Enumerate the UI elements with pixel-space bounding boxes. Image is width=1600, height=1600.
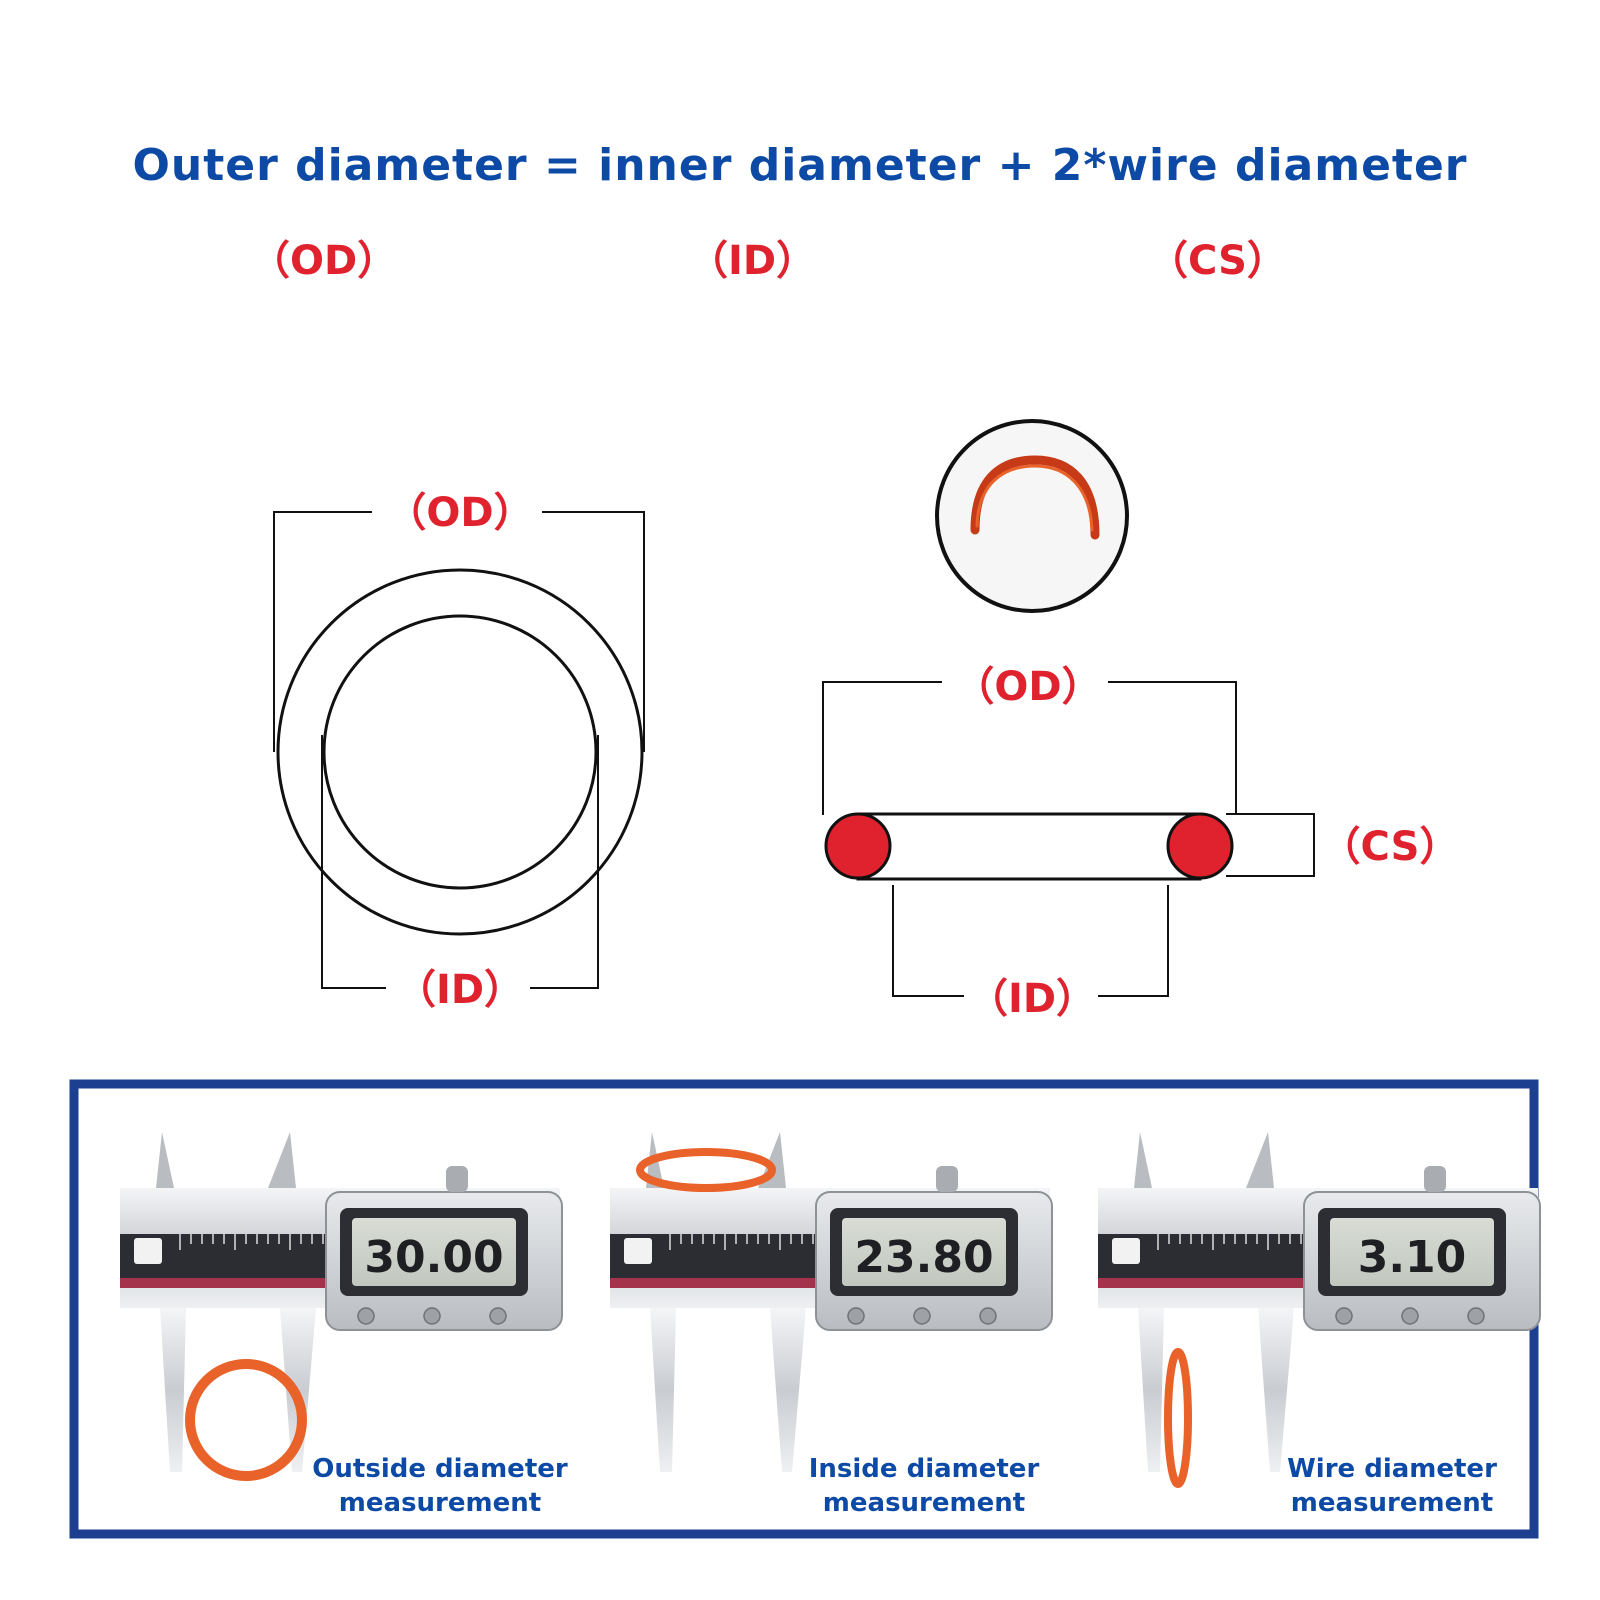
abbr-cs: （CS） (1148, 238, 1287, 284)
front-id-label: （ID） (396, 967, 524, 1013)
thumb-screw (936, 1166, 958, 1192)
section-band (856, 812, 1202, 881)
caption-inside-line1: Inside diameter (808, 1454, 1040, 1484)
caliper-button (357, 1307, 375, 1325)
front-od-label: （OD） (386, 490, 533, 536)
caliper-photo-3: 3.10 (1098, 1132, 1541, 1472)
thumb-screw (446, 1166, 468, 1192)
section-view: （OD） （CS） （ID） (822, 419, 1460, 1022)
caption-inside-line2: measurement (822, 1488, 1026, 1518)
thumb-screw (1424, 1166, 1446, 1192)
oring-panel1 (185, 1359, 307, 1481)
upper-jaw-fixed (156, 1132, 174, 1188)
brand-logo (1112, 1238, 1140, 1264)
section-id-bracket-left (892, 885, 964, 997)
section-cs-label: （CS） (1321, 824, 1460, 870)
section-od-label: （OD） (954, 664, 1101, 710)
outer-circle (276, 568, 644, 936)
caliper-button (1401, 1307, 1419, 1325)
lcd-screen (352, 1218, 516, 1286)
caliper-button (847, 1307, 865, 1325)
upper-jaw-sliding (268, 1132, 296, 1188)
section-id-bracket-right (1098, 885, 1169, 997)
caliper-button (423, 1307, 441, 1325)
caption-outside-line2: measurement (338, 1488, 542, 1518)
lower-jaw-sliding (1258, 1308, 1294, 1472)
lcd-reading: 3.10 (1358, 1232, 1467, 1283)
cs-bracket (1226, 813, 1315, 877)
caliper-photo-2: 23.80 (610, 1132, 1053, 1472)
front-view: （OD） （ID） (273, 490, 645, 1013)
lower-jaw-fixed (160, 1308, 186, 1472)
caption-outside-line1: Outside diameter (312, 1454, 568, 1484)
caption-outside: Outside diameter measurement (300, 1452, 580, 1520)
caption-inside: Inside diameter measurement (784, 1452, 1064, 1520)
lcd-reading: 23.80 (854, 1232, 993, 1283)
upper-jaw-sliding (1246, 1132, 1274, 1188)
ring-arc-highlight (975, 464, 1094, 532)
lower-jaw-sliding (770, 1308, 806, 1472)
id-bracket-left (321, 735, 386, 989)
lcd-screen (1330, 1218, 1494, 1286)
caliper-button (489, 1307, 507, 1325)
caption-wire-line2: measurement (1290, 1488, 1494, 1518)
section-left-circle (824, 812, 892, 880)
od-bracket-right (542, 511, 645, 752)
caliper-button (979, 1307, 997, 1325)
brand-logo (134, 1238, 162, 1264)
caliper-button (913, 1307, 931, 1325)
scale-band-stripe (1098, 1278, 1318, 1288)
lower-jaw-fixed (650, 1308, 676, 1472)
inner-circle (322, 614, 598, 890)
section-od-bracket-right (1108, 681, 1237, 815)
scale-band-stripe (610, 1278, 830, 1288)
formula-heading: Outer diameter = inner diameter + 2*wire… (132, 140, 1468, 191)
section-right-circle (1166, 812, 1234, 880)
abbr-id: （ID） (688, 238, 817, 284)
caption-wire: Wire diameter measurement (1262, 1452, 1522, 1520)
ring-arc-detail (970, 455, 1100, 540)
oring-panel3 (1164, 1348, 1192, 1488)
scale-band-stripe (120, 1278, 340, 1288)
lcd-screen (842, 1218, 1006, 1286)
oring-panel2 (636, 1148, 776, 1192)
caliper-button (1467, 1307, 1485, 1325)
od-bracket-left (273, 511, 372, 752)
brand-logo (624, 1238, 652, 1264)
lower-jaw-fixed (1138, 1308, 1164, 1472)
caption-wire-line1: Wire diameter (1287, 1454, 1497, 1484)
section-id-label: （ID） (968, 976, 1096, 1022)
caliper-button (1335, 1307, 1353, 1325)
upper-jaw-fixed (1134, 1132, 1152, 1188)
measurement-panels: 30.00 23.80 3.10 (120, 1132, 1541, 1488)
abbr-od: （OD） (250, 238, 398, 284)
id-bracket-right (530, 735, 599, 989)
lcd-reading: 30.00 (364, 1232, 503, 1283)
magnifier-circle (935, 419, 1129, 613)
caliper-photo-1: 30.00 (120, 1132, 563, 1472)
section-od-bracket-left (822, 681, 942, 815)
